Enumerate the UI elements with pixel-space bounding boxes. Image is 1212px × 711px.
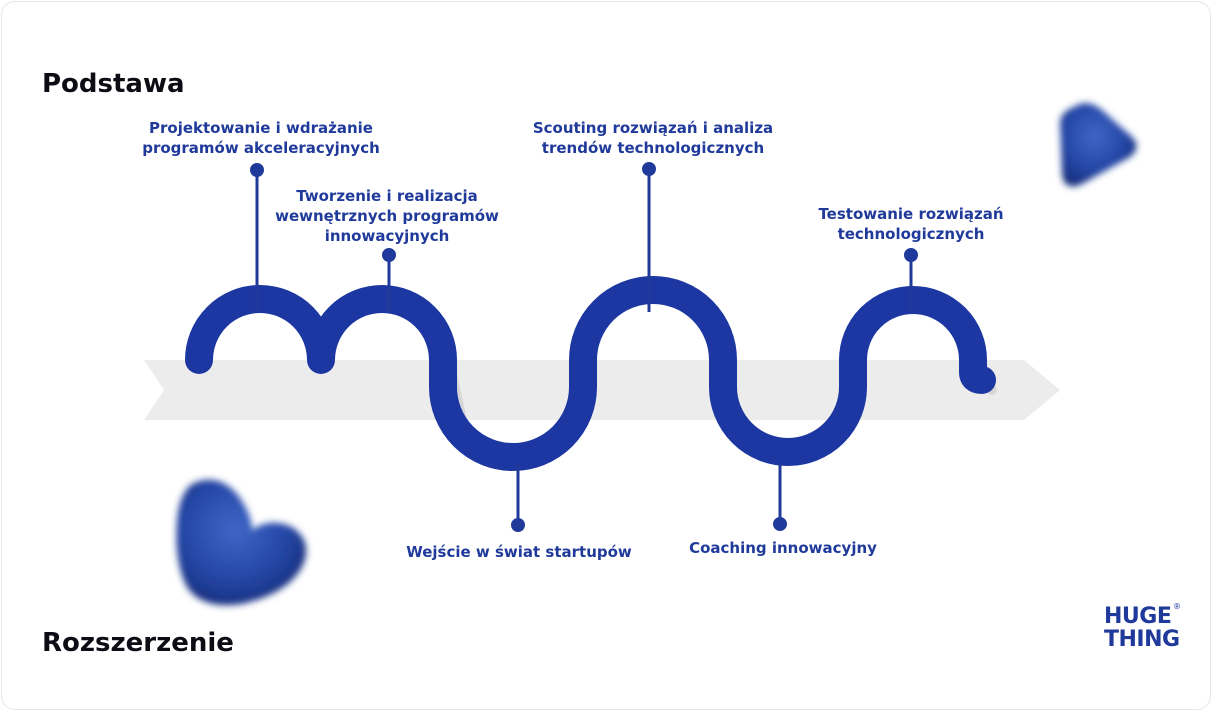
fur-triangle-decoration xyxy=(1060,103,1137,187)
connector-dot-6 xyxy=(904,248,918,262)
connector-dot-4 xyxy=(642,162,656,176)
step-label-3: Wejście w świat startupów xyxy=(406,543,632,561)
timeline-wave xyxy=(185,276,996,471)
step-label-4: Scouting rozwiązań i analiza trendów tec… xyxy=(532,119,774,157)
connector-dot-1 xyxy=(250,163,264,177)
step-label-5: Coaching innowacyjny xyxy=(689,539,877,557)
step-label-1: Projektowanie i wdrażanie programów akce… xyxy=(142,119,380,157)
step-label-6: Testowanie rozwiązań technologicznych xyxy=(818,205,1004,243)
heading-podstawa: Podstawa xyxy=(42,69,185,99)
logo-registered-mark: ® xyxy=(1173,602,1181,611)
huge-thing-logo: HUGE THING ® xyxy=(1104,602,1181,652)
heading-rozszerzenie: Rozszerzenie xyxy=(42,628,234,658)
timeline-arrow-band xyxy=(144,360,1060,420)
connector-dot-3 xyxy=(511,518,525,532)
connector-dot-5 xyxy=(773,517,787,531)
connector-dot-2 xyxy=(382,248,396,262)
connectors xyxy=(250,162,918,532)
logo-line-1: HUGE xyxy=(1104,604,1171,629)
logo-line-2: THING xyxy=(1104,627,1180,652)
step-label-2: Tworzenie i realizacja wewnętrznych prog… xyxy=(275,187,499,245)
fur-heart-decoration xyxy=(176,479,307,606)
